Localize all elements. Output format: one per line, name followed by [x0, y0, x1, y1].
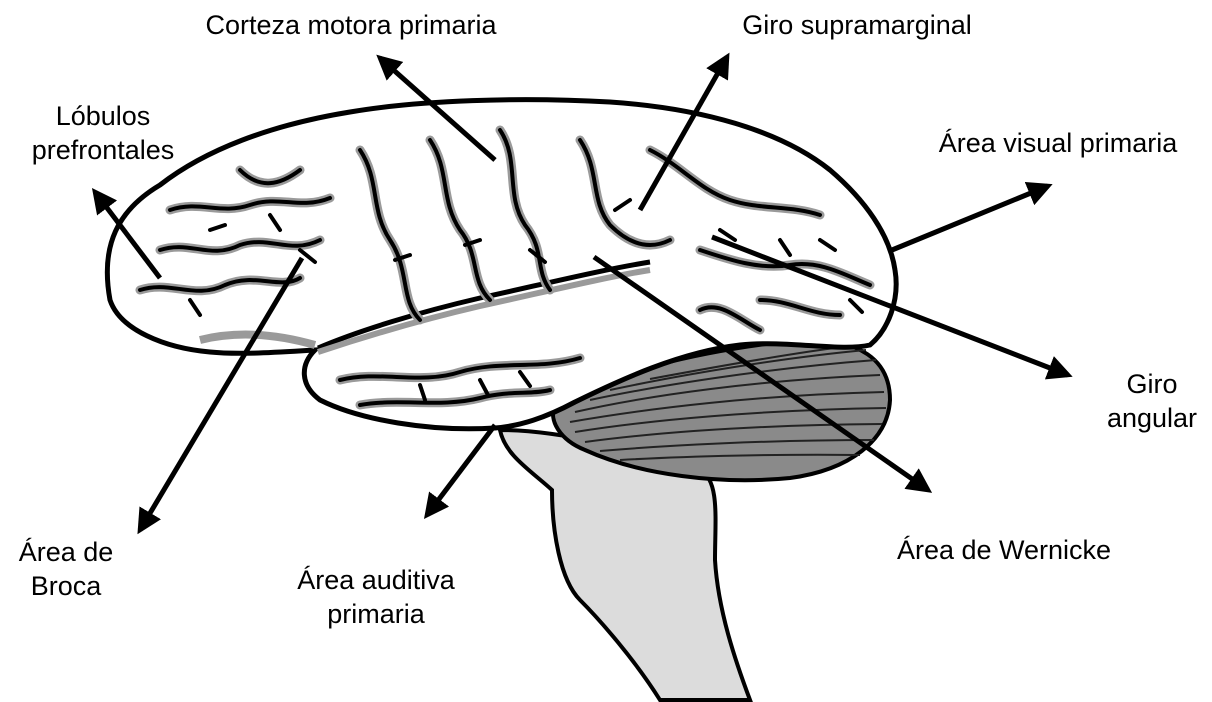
label-line: Giro supramarginal: [712, 8, 1002, 42]
label-line: primaria: [266, 597, 486, 631]
label-area-broca: Área de Broca: [0, 535, 132, 603]
label-line: Corteza motora primaria: [170, 8, 532, 42]
label-line: Área auditiva: [266, 563, 486, 597]
label-area-wernicke: Área de Wernicke: [864, 533, 1144, 567]
label-area-auditiva: Área auditiva primaria: [266, 563, 486, 631]
label-corteza-motora: Corteza motora primaria: [170, 8, 532, 42]
label-giro-supramarginal: Giro supramarginal: [712, 8, 1002, 42]
label-line: Giro: [1092, 367, 1212, 401]
arrow-area-visual: [892, 186, 1048, 250]
label-line: angular: [1092, 401, 1212, 435]
label-giro-angular: Giro angular: [1092, 367, 1212, 435]
arrow-area-auditiva: [427, 425, 495, 515]
label-line: Broca: [0, 569, 132, 603]
label-line: prefrontales: [28, 133, 178, 167]
label-line: Área de: [0, 535, 132, 569]
label-line: Área visual primaria: [908, 126, 1208, 160]
label-lobulos-prefrontales: Lóbulos prefrontales: [28, 99, 178, 167]
label-area-visual: Área visual primaria: [908, 126, 1208, 160]
label-line: Área de Wernicke: [864, 533, 1144, 567]
label-line: Lóbulos: [28, 99, 178, 133]
